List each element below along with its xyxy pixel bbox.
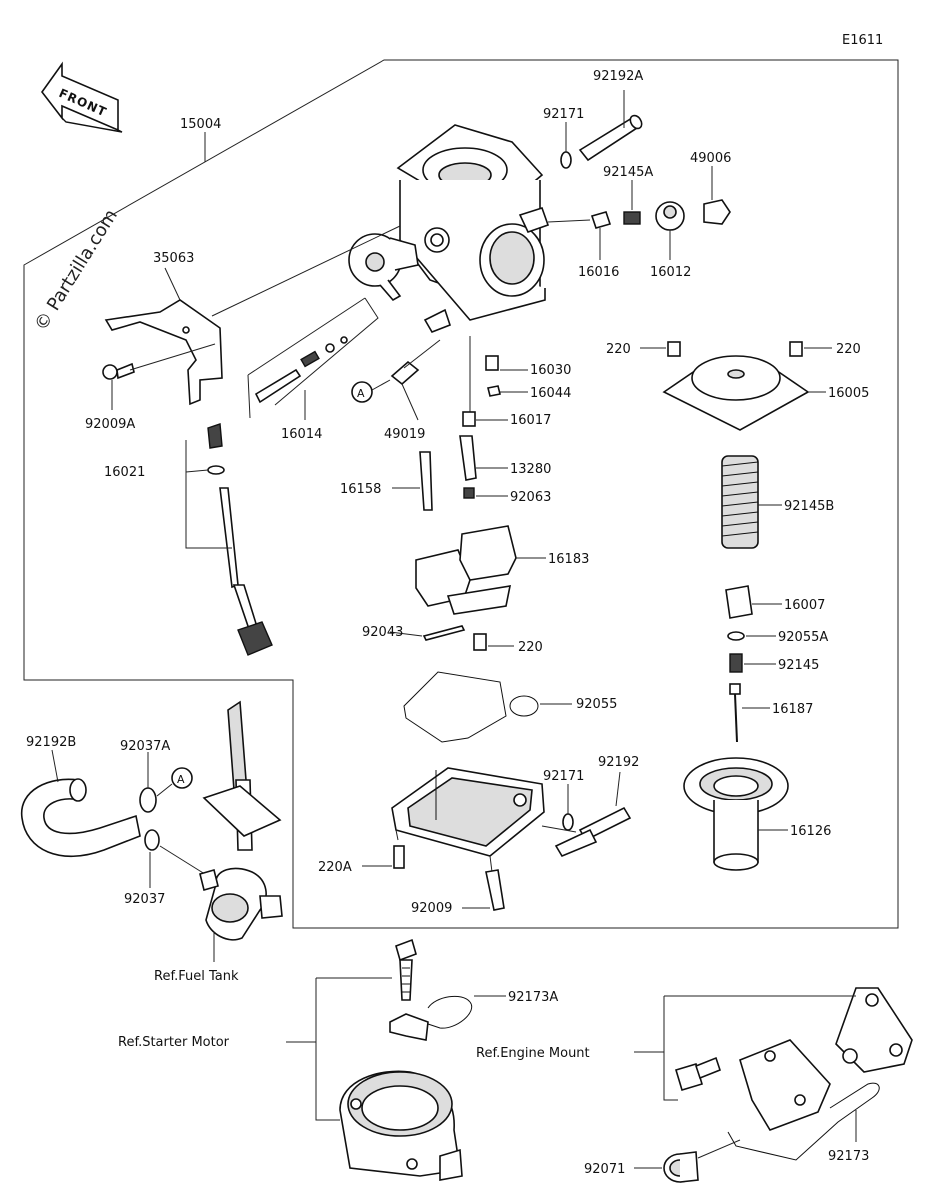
callout-a-marker: A (357, 387, 365, 400)
label-16016: 16016 (578, 265, 619, 280)
part-92145-spring (729, 653, 743, 673)
label-49019: 49019 (384, 427, 425, 442)
part-92171-clip-lower (562, 813, 574, 831)
part-92037-clamp (144, 829, 209, 888)
part-starter-bolt (395, 938, 417, 1001)
label-92192: 92192 (598, 755, 639, 770)
label-92037A: 92037A (120, 739, 170, 754)
label-16183: 16183 (548, 552, 589, 567)
part-220A-screw (362, 845, 405, 869)
label-92055: 92055 (576, 697, 617, 712)
label-92043: 92043 (362, 625, 403, 640)
label-92009: 92009 (411, 901, 452, 916)
label-13280: 13280 (510, 462, 551, 477)
part-35063-bracket (104, 267, 223, 406)
callout-a-marker-lower: A (177, 773, 185, 786)
float-bowl (391, 767, 545, 873)
part-220-cover-screw-right (789, 341, 832, 357)
part-16005-cover (662, 355, 826, 431)
carburetor-body (348, 124, 550, 333)
part-16126-piston (683, 757, 789, 871)
diagram-code: E1611 (842, 33, 883, 48)
label-16007: 16007 (784, 598, 825, 613)
part-49019: A (351, 339, 441, 421)
label-92145: 92145 (778, 658, 819, 673)
part-16044 (487, 385, 528, 397)
label-92063: 92063 (510, 490, 551, 505)
part-92063 (463, 487, 508, 499)
label-92009A: 92009A (85, 417, 135, 432)
part-92192B-hose (21, 749, 141, 858)
part-16014-pilot-screw (247, 297, 379, 420)
ref-engine-mount: Ref.Engine Mount (476, 1046, 590, 1061)
label-92145B: 92145B (784, 499, 834, 514)
label-92071: 92071 (584, 1162, 625, 1177)
label-92171-top: 92171 (543, 107, 584, 122)
label-15004: 15004 (180, 117, 221, 132)
label-92055A: 92055A (778, 630, 828, 645)
label-35063: 35063 (153, 251, 194, 266)
part-220-float-screw (473, 633, 514, 651)
label-92171-lower: 92171 (543, 769, 584, 784)
part-92145B-spring (721, 455, 782, 549)
part-49006-cap (703, 166, 731, 225)
part-92071-grommet (634, 1139, 741, 1183)
label-220-left: 220 (606, 342, 631, 357)
part-92055-gasket (403, 671, 572, 743)
label-49006: 49006 (690, 151, 731, 166)
part-16021-needle (185, 423, 273, 656)
part-92173-clip (727, 1082, 880, 1161)
label-92145A: 92145A (603, 165, 653, 180)
label-16005: 16005 (828, 386, 869, 401)
label-92173: 92173 (828, 1149, 869, 1164)
part-92145A-spring (623, 180, 641, 225)
part-16030 (485, 355, 528, 371)
label-16014: 16014 (281, 427, 322, 442)
part-16158 (392, 451, 433, 511)
fuel-tap (199, 700, 283, 962)
ref-starter-motor: Ref.Starter Motor (118, 1035, 230, 1050)
part-16187-needle (729, 683, 770, 743)
label-16012: 16012 (650, 265, 691, 280)
part-92009A-screw (102, 362, 135, 410)
label-16017: 16017 (510, 413, 551, 428)
ref-fuel-tank: Ref.Fuel Tank (154, 969, 239, 984)
label-92192B: 92192B (26, 735, 76, 750)
part-16016-plunger (547, 211, 612, 260)
label-16187: 16187 (772, 702, 813, 717)
part-92173A-clip (389, 995, 506, 1041)
label-16158: 16158 (340, 482, 381, 497)
label-16126: 16126 (790, 824, 831, 839)
part-92043-pin (389, 625, 466, 641)
carburetor-assembly-boundary (23, 59, 899, 929)
part-92009-drain-screw (462, 869, 505, 911)
part-92192A-tube (578, 90, 643, 162)
part-13280 (459, 435, 508, 481)
label-16021: 16021 (104, 465, 145, 480)
label-92037: 92037 (124, 892, 165, 907)
label-220-right: 220 (836, 342, 861, 357)
label-92192A: 92192A (593, 69, 643, 84)
label-220A: 220A (318, 860, 352, 875)
front-arrow-icon: FRONT (41, 61, 123, 133)
part-16017 (462, 411, 508, 427)
part-16012-nut (655, 201, 685, 260)
label-16044: 16044 (530, 386, 571, 401)
part-92055A-oring (727, 631, 745, 641)
part-engine-mount-bolt (675, 1056, 721, 1091)
starter-housing (339, 1070, 463, 1181)
part-220-cover-screw-left (640, 341, 681, 357)
part-92192-tube (541, 771, 632, 858)
label-16030: 16030 (530, 363, 571, 378)
part-92171-clip (560, 151, 572, 169)
label-220-float: 220 (518, 640, 543, 655)
part-16183-float (415, 525, 546, 615)
part-92037A-clamp: A (139, 752, 193, 813)
part-16007 (725, 585, 782, 619)
watermark: © Partzilla.com (30, 206, 121, 335)
engine-mount-bracket (739, 987, 913, 1131)
label-92173A: 92173A (508, 990, 558, 1005)
